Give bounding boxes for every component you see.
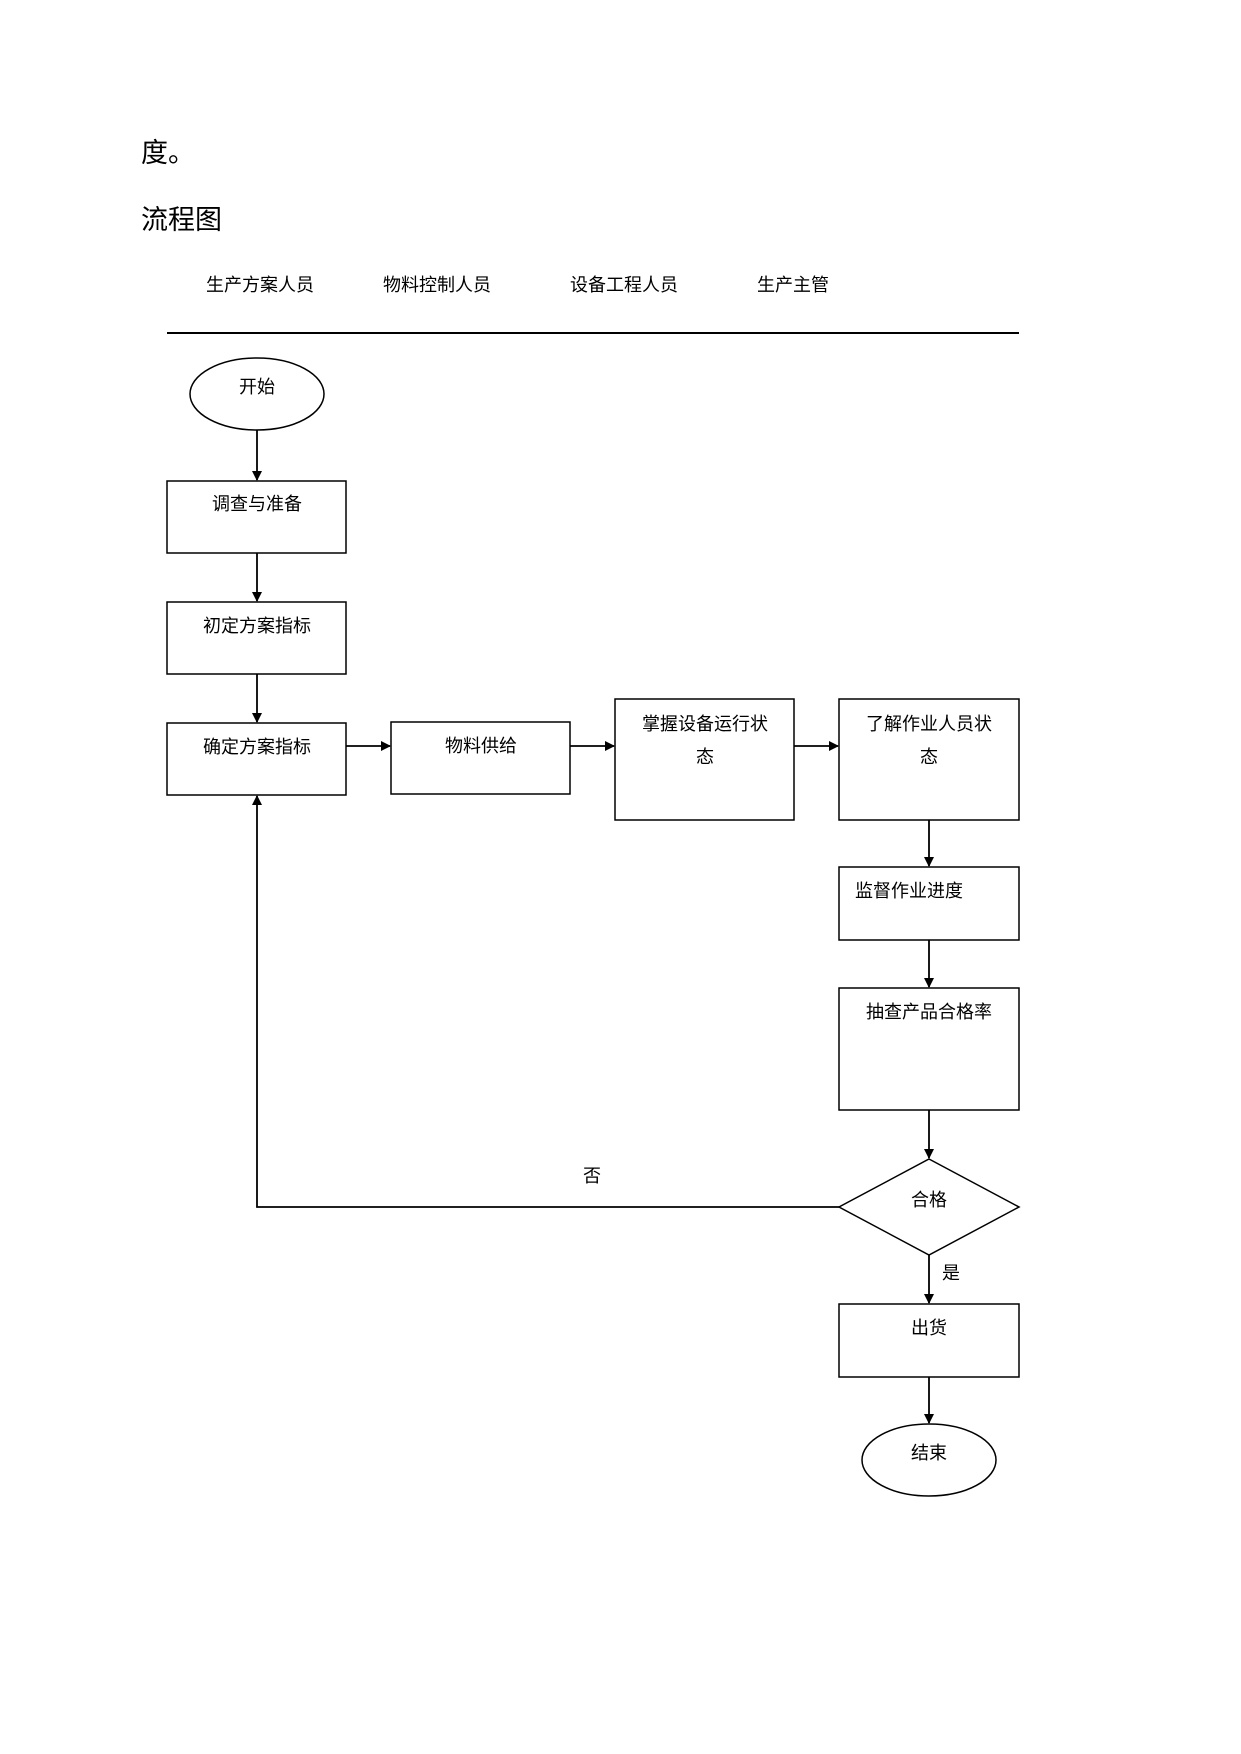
lane-label-production-planning: 生产方案人员	[206, 275, 314, 296]
start-node: 开始	[189, 357, 325, 431]
material-supply-step: 物料供给	[390, 721, 571, 795]
qualified-decision: 合格	[837, 1158, 1021, 1256]
survey-label: 调查与准备	[212, 494, 302, 515]
edge-label-no: 否	[583, 1166, 601, 1187]
confirm-indicators-label: 确定方案指标	[203, 737, 311, 758]
monitor-progress-label: 监督作业进度	[855, 881, 963, 902]
material-supply-label: 物料供给	[445, 736, 517, 757]
qualified-decision-label: 合格	[911, 1190, 947, 1211]
ship-label: 出货	[911, 1318, 947, 1339]
ship-step: 出货	[838, 1303, 1020, 1378]
edge-label-yes: 是	[942, 1263, 960, 1284]
start-label: 开始	[239, 377, 275, 398]
equipment-status-label-line-2: 态	[696, 747, 714, 768]
staff-status-label-line-2: 态	[920, 747, 938, 768]
lane-label-material-control: 物料控制人员	[383, 275, 491, 296]
section-title: 流程图	[141, 205, 222, 236]
draft-indicators-label: 初定方案指标	[203, 616, 311, 637]
end-node: 结束	[861, 1423, 997, 1497]
arrow-decision-no-to-confirm	[252, 795, 839, 1208]
confirm-indicators-step: 确定方案指标	[166, 722, 347, 796]
staff-status-step: 了解作业人员状 态	[838, 698, 1020, 821]
survey-step: 调查与准备	[166, 480, 347, 554]
monitor-progress-step: 监督作业进度	[838, 866, 1020, 941]
staff-status-label-line-1: 了解作业人员状	[866, 714, 992, 735]
inspect-quality-label: 抽查产品合格率	[866, 1002, 992, 1023]
equipment-status-label-line-1: 掌握设备运行状	[642, 714, 768, 735]
body-text-fragment: 度。	[141, 138, 195, 169]
draft-indicators-step: 初定方案指标	[166, 601, 347, 675]
equipment-status-step: 掌握设备运行状 态	[614, 698, 795, 821]
lane-label-equipment-engineering: 设备工程人员	[570, 275, 678, 296]
end-label: 结束	[911, 1443, 947, 1464]
lane-label-production-supervisor: 生产主管	[757, 275, 829, 296]
inspect-quality-step: 抽查产品合格率	[838, 987, 1020, 1111]
